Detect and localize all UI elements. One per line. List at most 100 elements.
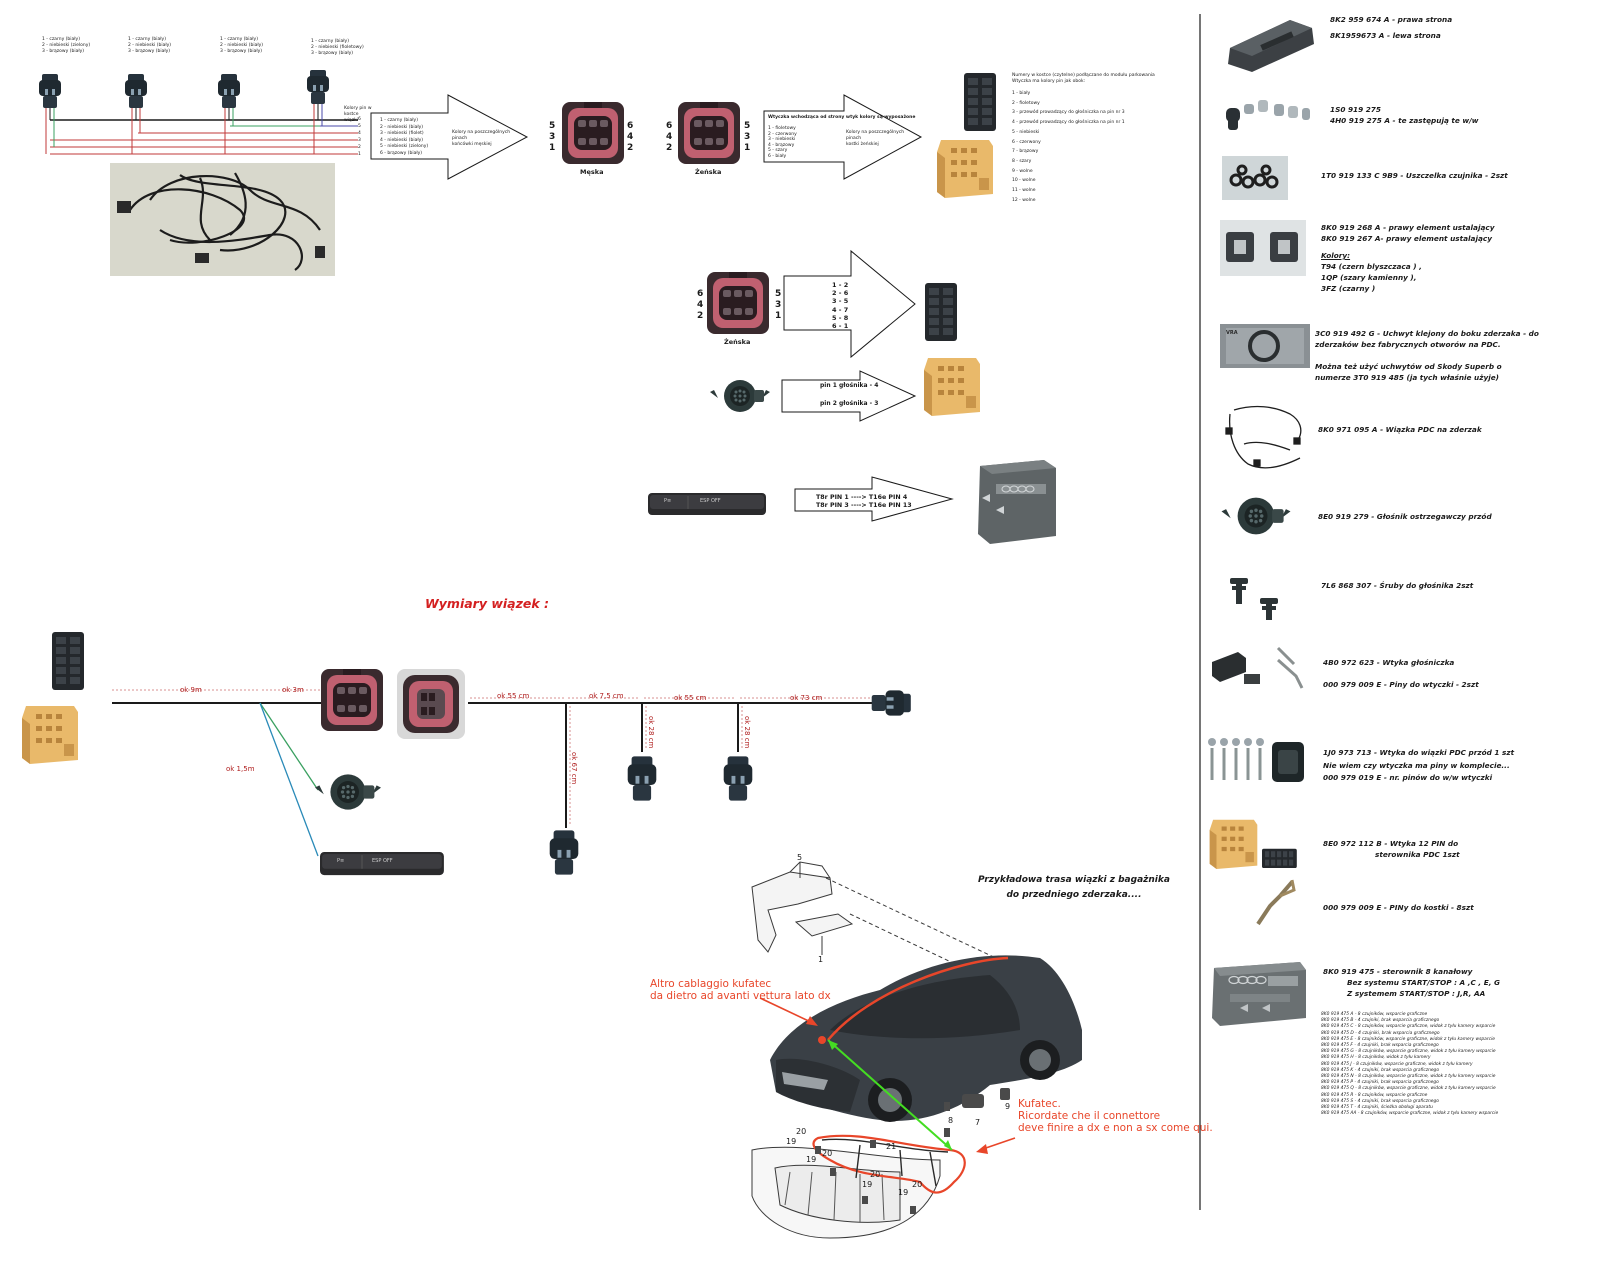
callout-19c: 19 (862, 1180, 873, 1189)
arrow-1 (370, 94, 529, 180)
list-item: 4 - niebieski (biały) (380, 137, 424, 143)
list-item: 1 - czarny (biały) (380, 118, 418, 123)
part-img-10a (1209, 819, 1258, 869)
dim-black-block (52, 632, 84, 690)
list-item: 6 - brązowy (biały) (380, 150, 423, 156)
pin-number: 3 (775, 300, 782, 310)
part-line: Bez systemu START/STOP : A ,C , E, G (1347, 978, 1500, 987)
note-line: da dietro ad avanti vettura lato dx (650, 990, 831, 1002)
pdc-controller-top (978, 460, 1056, 544)
harness-note: Kolory pin w kostce wiązki (344, 106, 372, 123)
part-9-text: 1J0 973 713 - Wtyka do wiązki PDC przód … (1323, 747, 1514, 785)
part-img-7 (1230, 578, 1278, 620)
part-line: 000 979 019 E - nr. pinów do w/w wtyczki (1323, 773, 1493, 782)
female-label: Żeńska (695, 168, 722, 176)
sensor-label: 2 - niebieski (biały) (220, 43, 264, 48)
female-connector (678, 102, 740, 164)
variant-row: 8K0 919 475 N - 8 czujników, wsparcie gr… (1321, 1074, 1496, 1080)
sensor-3-labels: 1 - czarny (biały) 2 - niebieski (biały)… (220, 37, 263, 55)
variant-row: 8K0 919 475 R - 8 czujników, wsparcie gr… (1321, 1092, 1428, 1098)
dim-label-seg4: ok 7,5 cm (589, 692, 624, 700)
part-img-2 (1222, 156, 1288, 200)
pin-row: 2 - fioletowy (1012, 100, 1040, 106)
male-left-pins: 5 3 1 (549, 121, 555, 154)
part-img-3 (1220, 220, 1306, 276)
variant-row: 8K0 919 475 A - 8 czujników, wsparcie gr… (1321, 1012, 1428, 1017)
wire-numbers: 6 5 4 3 2 1 (358, 116, 361, 158)
arrow-2 (763, 94, 923, 180)
black-12pin-block (964, 73, 996, 131)
pin-number: 1 (775, 311, 782, 321)
arrow-1-caption: Kolory na poszczególnych pinach końcówki… (452, 130, 510, 148)
caption-line: kostki żeńskiej (846, 142, 879, 147)
mapping-row: T8r PIN 3 ----> T16e PIN 13 (816, 502, 912, 510)
dim-sensor-1 (549, 830, 579, 875)
note-line: deve finire a dx e non a sx come qui. (1018, 1122, 1213, 1134)
sensor-label: 3 - brązowy (biały) (128, 49, 171, 54)
route-title: Przykładowa trasa wiązki z bagażnika do … (978, 873, 1170, 903)
mid-yellow-block (924, 358, 980, 416)
part-line: 8K0 919 475 - sterownik 8 kanałowy (1323, 967, 1473, 976)
color-line: T94 (czern blyszczaca ) , (1321, 262, 1422, 271)
dim-yellow-block (22, 706, 78, 764)
part-5-text: 8K0 971 095 A - Wiązka PDC na zderzak (1318, 425, 1482, 434)
callout-20d: 20 (912, 1180, 923, 1189)
dim-female-connector (321, 669, 383, 731)
dim-label-v3: ok 28 cm (743, 716, 751, 749)
part-img-1 (1226, 100, 1310, 130)
dim-marks (112, 689, 876, 826)
route-green-arrow (827, 1039, 953, 1151)
caption-line: Kolory na poszczególnych (846, 130, 905, 135)
pin-row: 6 - czerwony (1012, 139, 1041, 145)
sensor-label: 3 - brązowy (biały) (42, 49, 85, 54)
part-img-9 (1208, 738, 1304, 782)
female-left-pins: 6 4 2 (666, 121, 672, 154)
variant-row: 8K0 919 475 H - 8 czujników, widok z tył… (1321, 1055, 1431, 1061)
pin-number: 5 (744, 121, 751, 131)
dim-label-seg2: ok 3m (282, 686, 304, 694)
pin-number: 4 (627, 132, 634, 142)
esp-top-off-label: ESP OFF (700, 498, 721, 504)
variant-row: 8K0 919 475 T - 4 czujniki, ścieżka obsł… (1321, 1105, 1433, 1111)
variant-row: 8K0 919 475 C - 8 czujników, wsparcie gr… (1321, 1024, 1496, 1030)
callout-arrow-left (759, 997, 816, 1025)
dim-label-v2: ok 28 cm (647, 716, 655, 749)
callout-20b: 20 (822, 1149, 833, 1158)
arrow-1-list: 1 - czarny (biały) 2 - niebieski (biały)… (380, 118, 428, 158)
variant-row: 8K0 919 475 P - 4 czujniki, brak wsparci… (1321, 1080, 1439, 1086)
note-line: Kufatec. (1018, 1098, 1061, 1110)
wire-number: 4 (358, 131, 361, 136)
part-2-text: 1T0 919 133 C 9B9 - Uszczelka czujnika -… (1321, 171, 1508, 180)
part-line: 8K0 919 268 A - prawy element ustalający (1321, 223, 1495, 232)
pin-number: 5 (549, 121, 556, 131)
color-line: 1QP (szary kamienny ), (1321, 273, 1417, 282)
sensor-label: 2 - niebieski (fioletowy) (311, 45, 364, 50)
dim-sensor-3 (723, 756, 753, 801)
pin-row: 8 - szary (1012, 158, 1032, 164)
sensor-4-labels: 1 - czarny (biały) 2 - niebieski (fiolet… (311, 39, 364, 57)
sensor-4 (307, 70, 329, 104)
list-item: 1 - fioletowy (768, 126, 796, 131)
pin-number: 1 (549, 143, 556, 153)
arrow-2-heading: Wtyczka wchodząca od strony wtyk kolory … (768, 115, 916, 120)
callout-20c: 20 (870, 1170, 881, 1179)
callout-9: 9 (1005, 1102, 1011, 1111)
arrow-2-caption: Kolory na poszczególnych pinach kostki ż… (846, 130, 904, 148)
wire-number: 1 (358, 152, 361, 157)
part-line (1323, 668, 1479, 679)
callout-7: 7 (975, 1118, 981, 1127)
pin-number: 3 (549, 132, 556, 142)
pin-row: 5 - niebieski (1012, 129, 1040, 135)
speaker-line-1: pin 1 głośnika - 4 (820, 382, 879, 389)
wire-number: 2 (358, 145, 361, 150)
controller-variants: 8K0 919 475 A - 8 czujników, wsparcie gr… (1321, 1012, 1498, 1117)
part-line: Nie wiem czy wtyczka ma piny w komplecie… (1323, 760, 1510, 770)
part-line: 8K0 919 267 A- prawy element ustalający (1321, 234, 1492, 243)
pin-number: 2 (627, 143, 634, 153)
pin-number: 4 (697, 300, 704, 310)
mid-female-connector (707, 272, 769, 334)
esp-button-top (647, 492, 767, 516)
route-note-left: Altro cablaggio kufatec da dietro ad ava… (650, 978, 831, 1002)
sensor-label: 1 - czarny (biały) (220, 37, 258, 42)
